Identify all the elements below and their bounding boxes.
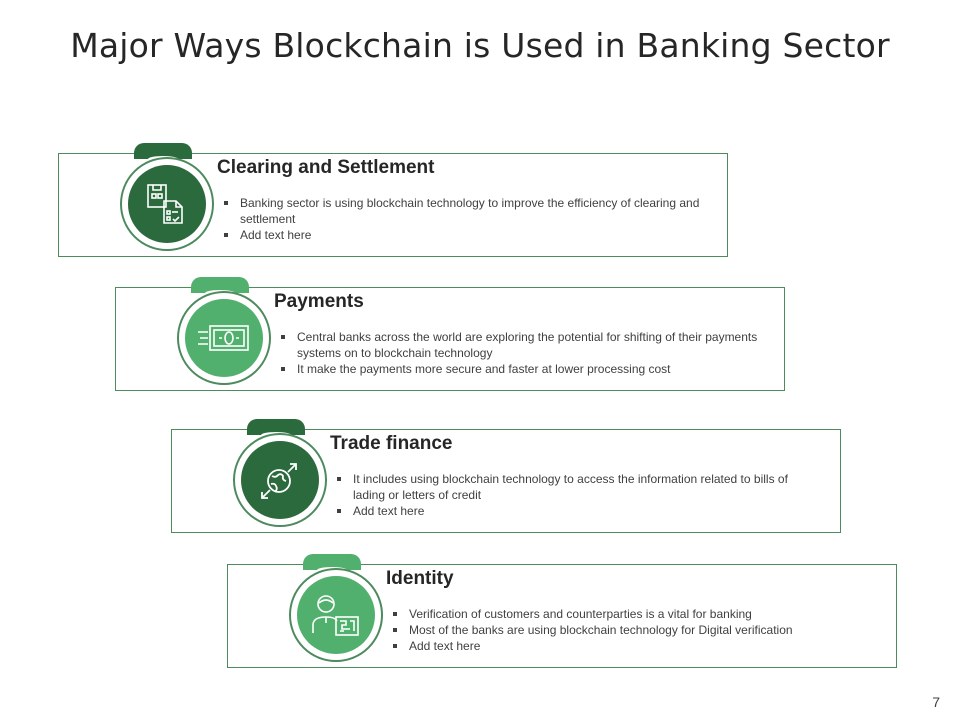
bullet-item: Most of the banks are using blockchain t… <box>391 622 871 638</box>
bullet-item: Banking sector is using blockchain techn… <box>222 195 702 227</box>
icon-circle <box>128 165 206 243</box>
money-icon <box>198 325 249 351</box>
card-heading: Trade finance <box>330 433 453 454</box>
documents-icon <box>147 184 183 224</box>
bullet-item: Central banks across the world are explo… <box>279 329 759 361</box>
card-identity: Identity Verification of customers and c… <box>227 554 897 668</box>
bullet-item: It make the payments more secure and fas… <box>279 361 759 377</box>
page-title: Major Ways Blockchain is Used in Banking… <box>70 26 890 65</box>
icon-ring <box>289 568 383 662</box>
globe-arrows-icon <box>261 463 297 499</box>
icon-circle <box>241 441 319 519</box>
card-clearing-settlement: Clearing and Settlement Banking sector i… <box>58 143 728 257</box>
bullet-list: Banking sector is using blockchain techn… <box>222 195 702 243</box>
icon-ring <box>177 291 271 385</box>
card-payments: Payments Central banks across the world … <box>115 277 785 391</box>
bullet-list: Verification of customers and counterpar… <box>391 606 871 654</box>
bullet-item: Add text here <box>335 503 815 519</box>
bullet-list: Central banks across the world are explo… <box>279 329 759 377</box>
card-heading: Clearing and Settlement <box>217 157 435 178</box>
card-heading: Identity <box>386 568 454 589</box>
bullet-item: Add text here <box>222 227 702 243</box>
icon-circle <box>297 576 375 654</box>
bullet-list: It includes using blockchain technology … <box>335 471 815 519</box>
icon-ring <box>120 157 214 251</box>
person-verification-icon <box>312 595 359 636</box>
card-trade-finance: Trade finance It includes using blockcha… <box>171 419 841 533</box>
bullet-item: Verification of customers and counterpar… <box>391 606 871 622</box>
icon-circle <box>185 299 263 377</box>
icon-ring <box>233 433 327 527</box>
bullet-item: Add text here <box>391 638 871 654</box>
bullet-item: It includes using blockchain technology … <box>335 471 815 503</box>
card-heading: Payments <box>274 291 364 312</box>
page-number: 7 <box>932 694 940 710</box>
